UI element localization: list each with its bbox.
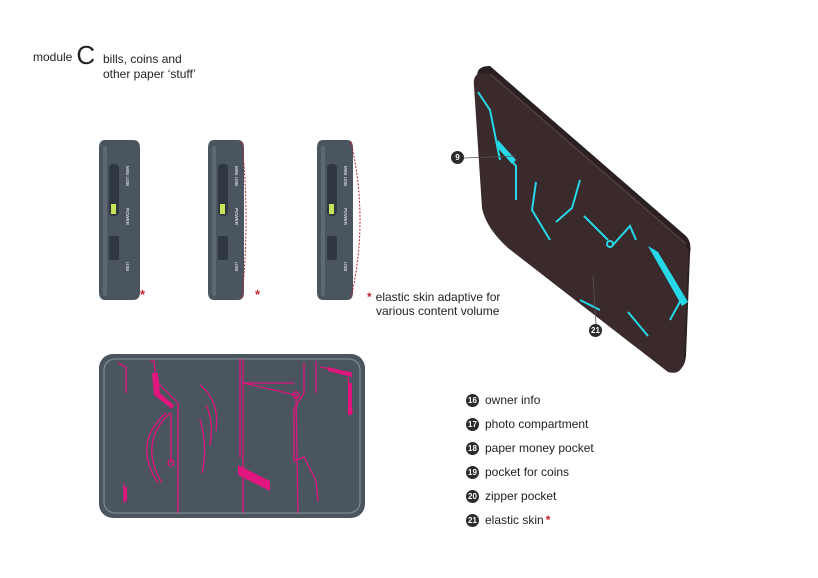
mini-usb-label: MINI USB: [234, 166, 239, 186]
device-side-view-2: MINI USB POWER USB: [206, 138, 251, 302]
wallet-flat-layout: [98, 353, 366, 519]
asterisk-marker-2: *: [255, 287, 261, 302]
power-label: POWER: [125, 208, 130, 226]
device-side-view-3: MINI USB POWER USB: [315, 138, 365, 302]
legend-asterisk: *: [545, 513, 551, 527]
subtitle-line-1: bills, coins and: [103, 52, 182, 66]
legend-item: 16 owner info: [466, 388, 594, 412]
legend-label: zipper pocket: [485, 489, 557, 503]
usb-label: USB: [234, 262, 239, 271]
subtitle-line-2: other paper ‘stuff’: [103, 67, 196, 81]
device-side-view-1: MINI USB POWER USB: [97, 138, 142, 302]
legend-number-badge: 18: [466, 441, 479, 455]
callout-badge-bottom: 21: [589, 324, 602, 337]
legend-item: 21 elastic skin *: [466, 508, 594, 532]
legend-number-badge: 21: [466, 513, 479, 527]
elastic-skin-note: *elastic skin adaptive for various conte…: [367, 290, 507, 318]
legend-label: owner info: [485, 393, 541, 407]
callout-badge-top: 9: [451, 151, 464, 164]
note-line-2: various content volume: [376, 304, 500, 318]
callout-leader-top: [463, 155, 516, 159]
legend-item: 20 zipper pocket: [466, 484, 594, 508]
legend-number-badge: 17: [466, 417, 479, 431]
legend-number-badge: 16: [466, 393, 479, 407]
legend-label: paper money pocket: [485, 441, 594, 455]
legend-number-badge: 20: [466, 489, 479, 503]
note-line-1: elastic skin adaptive for: [375, 290, 501, 304]
module-letter: C: [76, 40, 96, 70]
usb-label: USB: [343, 262, 348, 271]
legend-label: photo compartment: [485, 417, 589, 431]
callout-leader-bottom: [592, 275, 597, 325]
legend: 16 owner info 17 photo compartment 18 pa…: [466, 388, 594, 532]
legend-label: elastic skin: [485, 513, 544, 527]
note-asterisk: *: [367, 290, 372, 304]
module-word: module: [33, 50, 73, 64]
legend-number-badge: 19: [466, 465, 479, 479]
module-subtitle: bills, coins and other paper ‘stuff’: [103, 52, 223, 82]
asterisk-marker-1: *: [140, 287, 146, 302]
usb-label: USB: [125, 262, 130, 271]
legend-item: 19 pocket for coins: [466, 460, 594, 484]
legend-item: 17 photo compartment: [466, 412, 594, 436]
mini-usb-label: MINI USB: [125, 166, 130, 186]
power-label: POWER: [343, 208, 348, 226]
legend-item: 18 paper money pocket: [466, 436, 594, 460]
wallet-3d-view: [460, 40, 750, 380]
mini-usb-label: MINI USB: [343, 166, 348, 186]
power-label: POWER: [234, 208, 239, 226]
legend-label: pocket for coins: [485, 465, 570, 479]
